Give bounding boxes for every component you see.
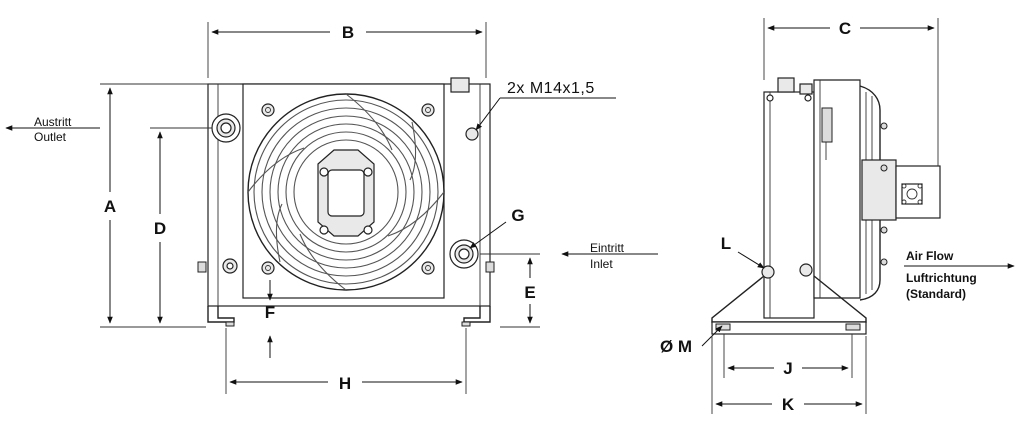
mounting-feet <box>207 306 491 327</box>
outlet-label-de: Austritt <box>34 115 72 129</box>
dim-label-l: L <box>721 234 731 253</box>
dim-label-j: J <box>783 359 792 378</box>
dim-label-b: B <box>342 23 354 42</box>
fan-plate-screws <box>261 103 435 275</box>
fan-guard <box>247 93 445 291</box>
dim-label-f: F <box>265 303 275 322</box>
side-view <box>711 77 941 335</box>
dim-label-c: C <box>839 19 851 38</box>
dim-label-g: G <box>511 206 524 225</box>
dim-label-e: E <box>524 283 535 302</box>
motor-mount <box>317 149 375 237</box>
side-motor <box>861 159 897 221</box>
outlet-port <box>211 113 241 143</box>
dim-label-a: A <box>104 197 116 216</box>
airflow-label-note: (Standard) <box>906 287 966 301</box>
airflow-label-en: Air Flow <box>906 249 954 263</box>
inlet-label-en: Inlet <box>590 257 613 271</box>
front-dimensions <box>5 22 658 394</box>
inlet-label-de: Eintritt <box>590 241 625 255</box>
outlet-label-en: Outlet <box>34 130 67 144</box>
front-view <box>197 77 495 327</box>
plug-screw <box>465 127 479 141</box>
dim-label-m: Ø M <box>660 337 692 356</box>
airflow-label-de: Luftrichtung <box>906 271 977 285</box>
dim-label-k: K <box>782 395 795 414</box>
dim-label-d: D <box>154 219 166 238</box>
side-radiator <box>763 91 815 319</box>
inlet-port <box>449 239 479 269</box>
top-fitting <box>450 77 470 93</box>
side-dimensions <box>701 18 1015 414</box>
dim-label-h: H <box>339 374 351 393</box>
thread-note: 2x M14x1,5 <box>507 80 595 97</box>
